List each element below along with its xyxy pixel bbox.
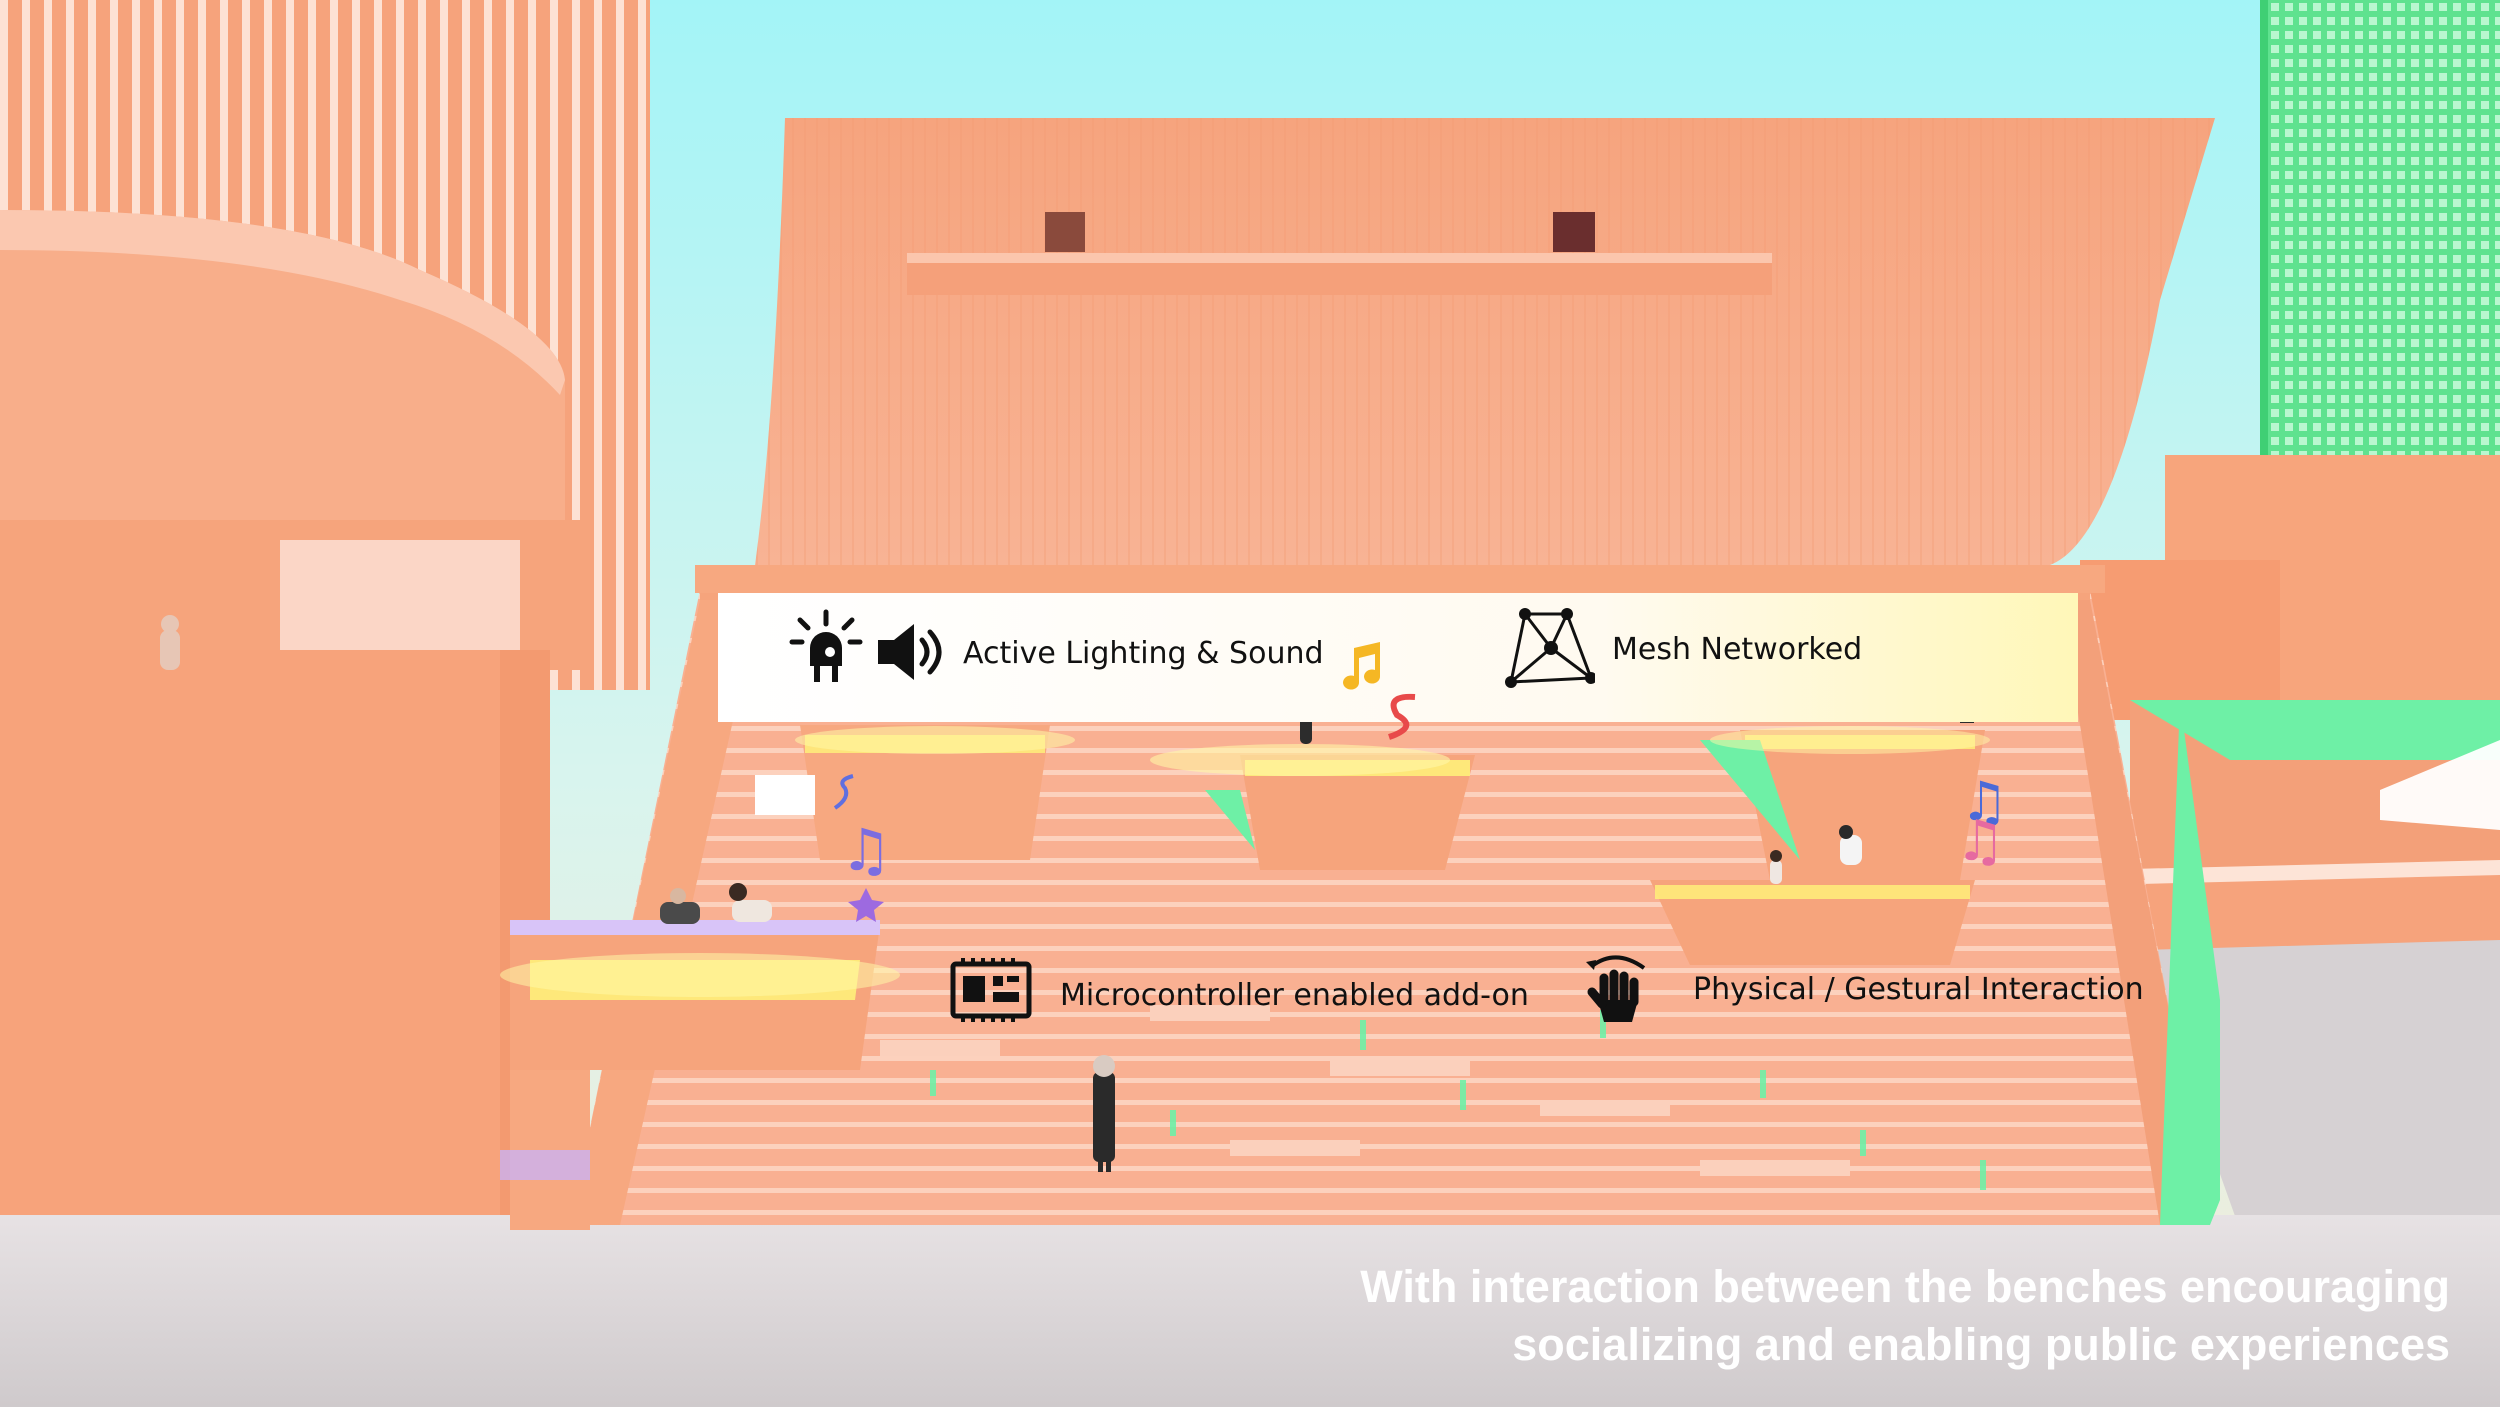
svg-text:♫: ♫ (840, 816, 892, 884)
caption-line-1: With interaction between the benches enc… (1360, 1261, 2450, 1312)
feature-label-lighting-sound: Active Lighting & Sound (963, 636, 1324, 671)
caption: With interaction between the benches enc… (1360, 1258, 2450, 1374)
caption-line-2: socializing and enabling public experien… (1512, 1319, 2450, 1370)
mesh-network-icon (1505, 608, 1595, 688)
feature-label-mesh: Mesh Networked (1612, 632, 1863, 667)
microcontroller-icon (950, 958, 1032, 1022)
svg-text:♫: ♫ (1955, 809, 2005, 874)
feature-label-microcontroller: Microcontroller enabled add-on (1060, 978, 1529, 1013)
speaker-icon (878, 624, 942, 680)
svg-text:♫: ♫ (1960, 770, 2008, 833)
lightbulb-icon (789, 609, 863, 682)
gesture-hand-icon (1586, 955, 1646, 1022)
music-notes-decoration: ♫ ♫ ♫ (833, 693, 2008, 922)
music-note-icon (1343, 642, 1381, 690)
feature-label-gesture: Physical / Gestural Interaction (1693, 972, 2144, 1007)
